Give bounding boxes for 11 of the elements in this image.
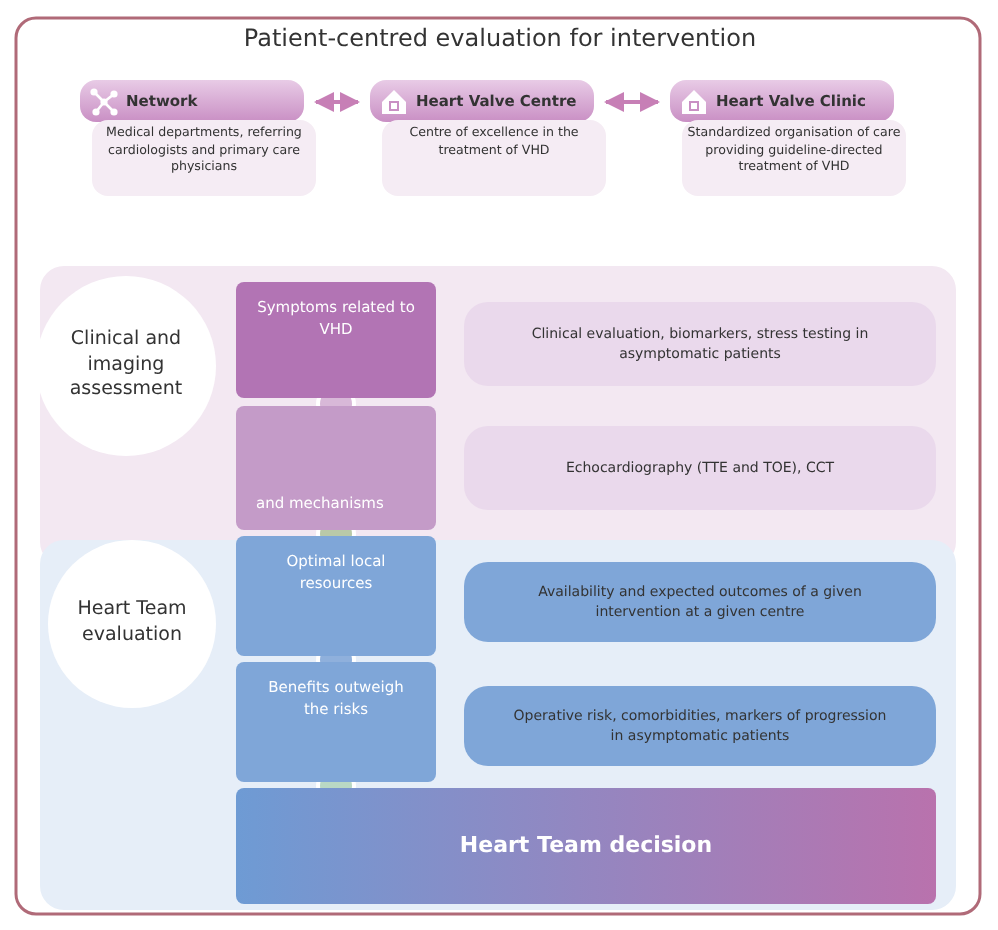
stage-label: Clinical and imaging assessment — [67, 327, 185, 405]
puzzle-piece — [236, 282, 436, 398]
puzzle-piece — [236, 788, 936, 904]
puzzle-piece — [236, 406, 436, 530]
puzzle-piece — [236, 536, 436, 656]
title: Patient-centred evaluation for intervention — [241, 24, 759, 52]
stage-label: Heart Team evaluation — [75, 598, 189, 650]
double-arrow — [314, 92, 360, 112]
puzzle-piece — [236, 662, 436, 782]
double-arrow — [604, 92, 660, 112]
piece-label: Heart Team decision — [457, 832, 715, 858]
